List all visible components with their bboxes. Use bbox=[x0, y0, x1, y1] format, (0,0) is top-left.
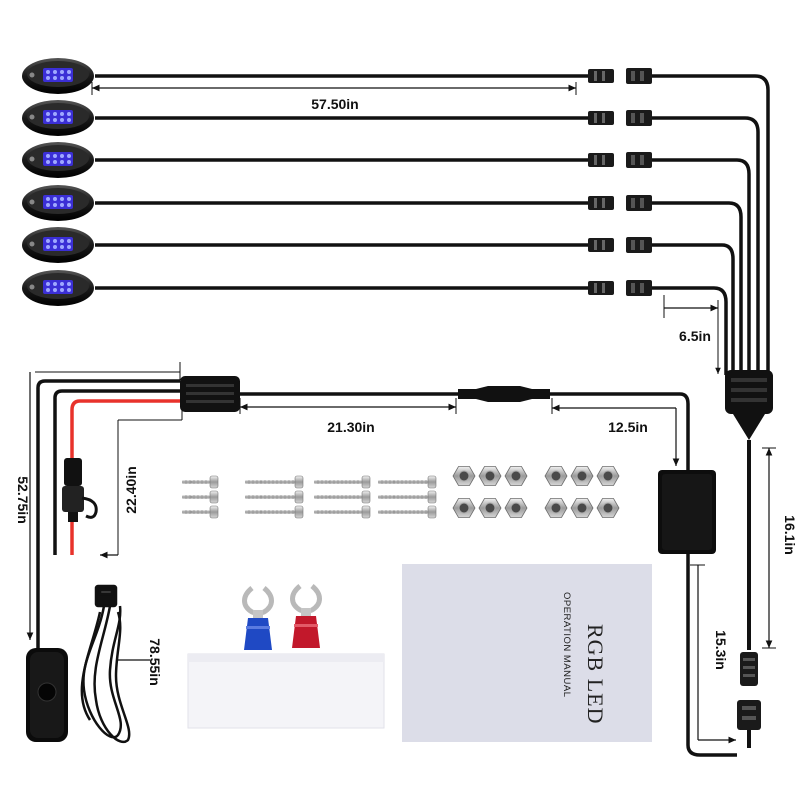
dimension-controller-lead: 12.5in bbox=[551, 398, 680, 466]
nut-set bbox=[452, 466, 620, 518]
screw-set bbox=[182, 475, 437, 519]
spade-terminal-blue bbox=[242, 586, 274, 650]
hex-nut bbox=[596, 466, 620, 486]
hex-nut bbox=[452, 466, 476, 486]
inline-connector bbox=[458, 386, 550, 402]
screw bbox=[182, 505, 219, 519]
connector-pair bbox=[588, 237, 652, 253]
hex-nut bbox=[570, 498, 594, 518]
dimension-label: 22.40in bbox=[123, 466, 139, 513]
dimension-switch-lead: 52.75in bbox=[15, 362, 181, 640]
led-pod-group bbox=[22, 58, 94, 306]
screw bbox=[314, 505, 371, 519]
dimension-label: 16.1in bbox=[782, 515, 798, 555]
screw bbox=[378, 490, 437, 504]
connector-pairs bbox=[588, 68, 652, 296]
connector-pair bbox=[588, 68, 652, 84]
hex-nut bbox=[504, 498, 528, 518]
screw bbox=[314, 475, 371, 489]
adhesive-pad bbox=[187, 653, 385, 729]
hex-nut bbox=[504, 466, 528, 486]
dimension-fuse-lead: 22.40in bbox=[100, 405, 183, 559]
dimension-branch: 6.5in bbox=[663, 295, 718, 344]
dimension-wire-harness: 78.55in bbox=[118, 638, 163, 686]
dimension-label: 15.3in bbox=[713, 630, 729, 670]
hex-nut bbox=[596, 498, 620, 518]
manual-title: RGB LED bbox=[583, 624, 608, 725]
manual-subtitle: OPERATION MANUAL bbox=[561, 592, 572, 697]
dimension-pod-cable: 57.50in bbox=[91, 82, 577, 112]
dimension-label: 52.75in bbox=[15, 476, 31, 523]
screw bbox=[182, 475, 219, 489]
dimension-label: 6.5in bbox=[679, 328, 711, 344]
screw bbox=[245, 505, 304, 519]
connector-pair bbox=[588, 152, 652, 168]
controller-output-cable bbox=[686, 554, 737, 757]
led-pod bbox=[22, 142, 94, 178]
rocker-switch bbox=[26, 642, 68, 742]
hex-nut bbox=[478, 498, 502, 518]
dimension-label: 57.50in bbox=[311, 96, 358, 112]
main-extension-cable bbox=[240, 392, 690, 470]
controller-box bbox=[658, 470, 716, 554]
dimension-hub-connector: 16.1in bbox=[762, 447, 798, 649]
hex-nut bbox=[452, 498, 476, 518]
wire-harness bbox=[80, 584, 131, 743]
screw bbox=[314, 490, 371, 504]
dimension-label: 21.30in bbox=[327, 419, 374, 435]
led-pod bbox=[22, 58, 94, 94]
dimension-main-extension: 21.30in bbox=[239, 398, 457, 435]
power-splitter bbox=[180, 376, 240, 412]
spade-terminal-red bbox=[290, 584, 322, 648]
dimension-label: 78.55in bbox=[147, 638, 163, 685]
hub-end-connector bbox=[737, 652, 761, 748]
pod-cables bbox=[95, 74, 590, 290]
hex-nut bbox=[478, 466, 502, 486]
led-pod bbox=[22, 270, 94, 306]
led-pod bbox=[22, 185, 94, 221]
connector-pair bbox=[588, 110, 652, 126]
screw bbox=[245, 475, 304, 489]
dimension-controller-connector: 15.3in bbox=[690, 564, 736, 744]
hex-nut bbox=[544, 498, 568, 518]
cable-hub bbox=[725, 370, 773, 440]
splitter-wires bbox=[36, 379, 180, 642]
screw bbox=[182, 490, 219, 504]
connector-pair bbox=[588, 280, 652, 296]
screw bbox=[378, 475, 437, 489]
connector-pair bbox=[588, 195, 652, 211]
hex-nut bbox=[544, 466, 568, 486]
led-pod bbox=[22, 227, 94, 263]
screw bbox=[378, 505, 437, 519]
screw bbox=[245, 490, 304, 504]
led-pod bbox=[22, 100, 94, 136]
operation-manual: RGB LED OPERATION MANUAL bbox=[402, 564, 652, 742]
hex-nut bbox=[570, 466, 594, 486]
fuse-holder bbox=[62, 458, 98, 522]
dimension-label: 12.5in bbox=[608, 419, 648, 435]
branch-cables bbox=[650, 74, 770, 375]
